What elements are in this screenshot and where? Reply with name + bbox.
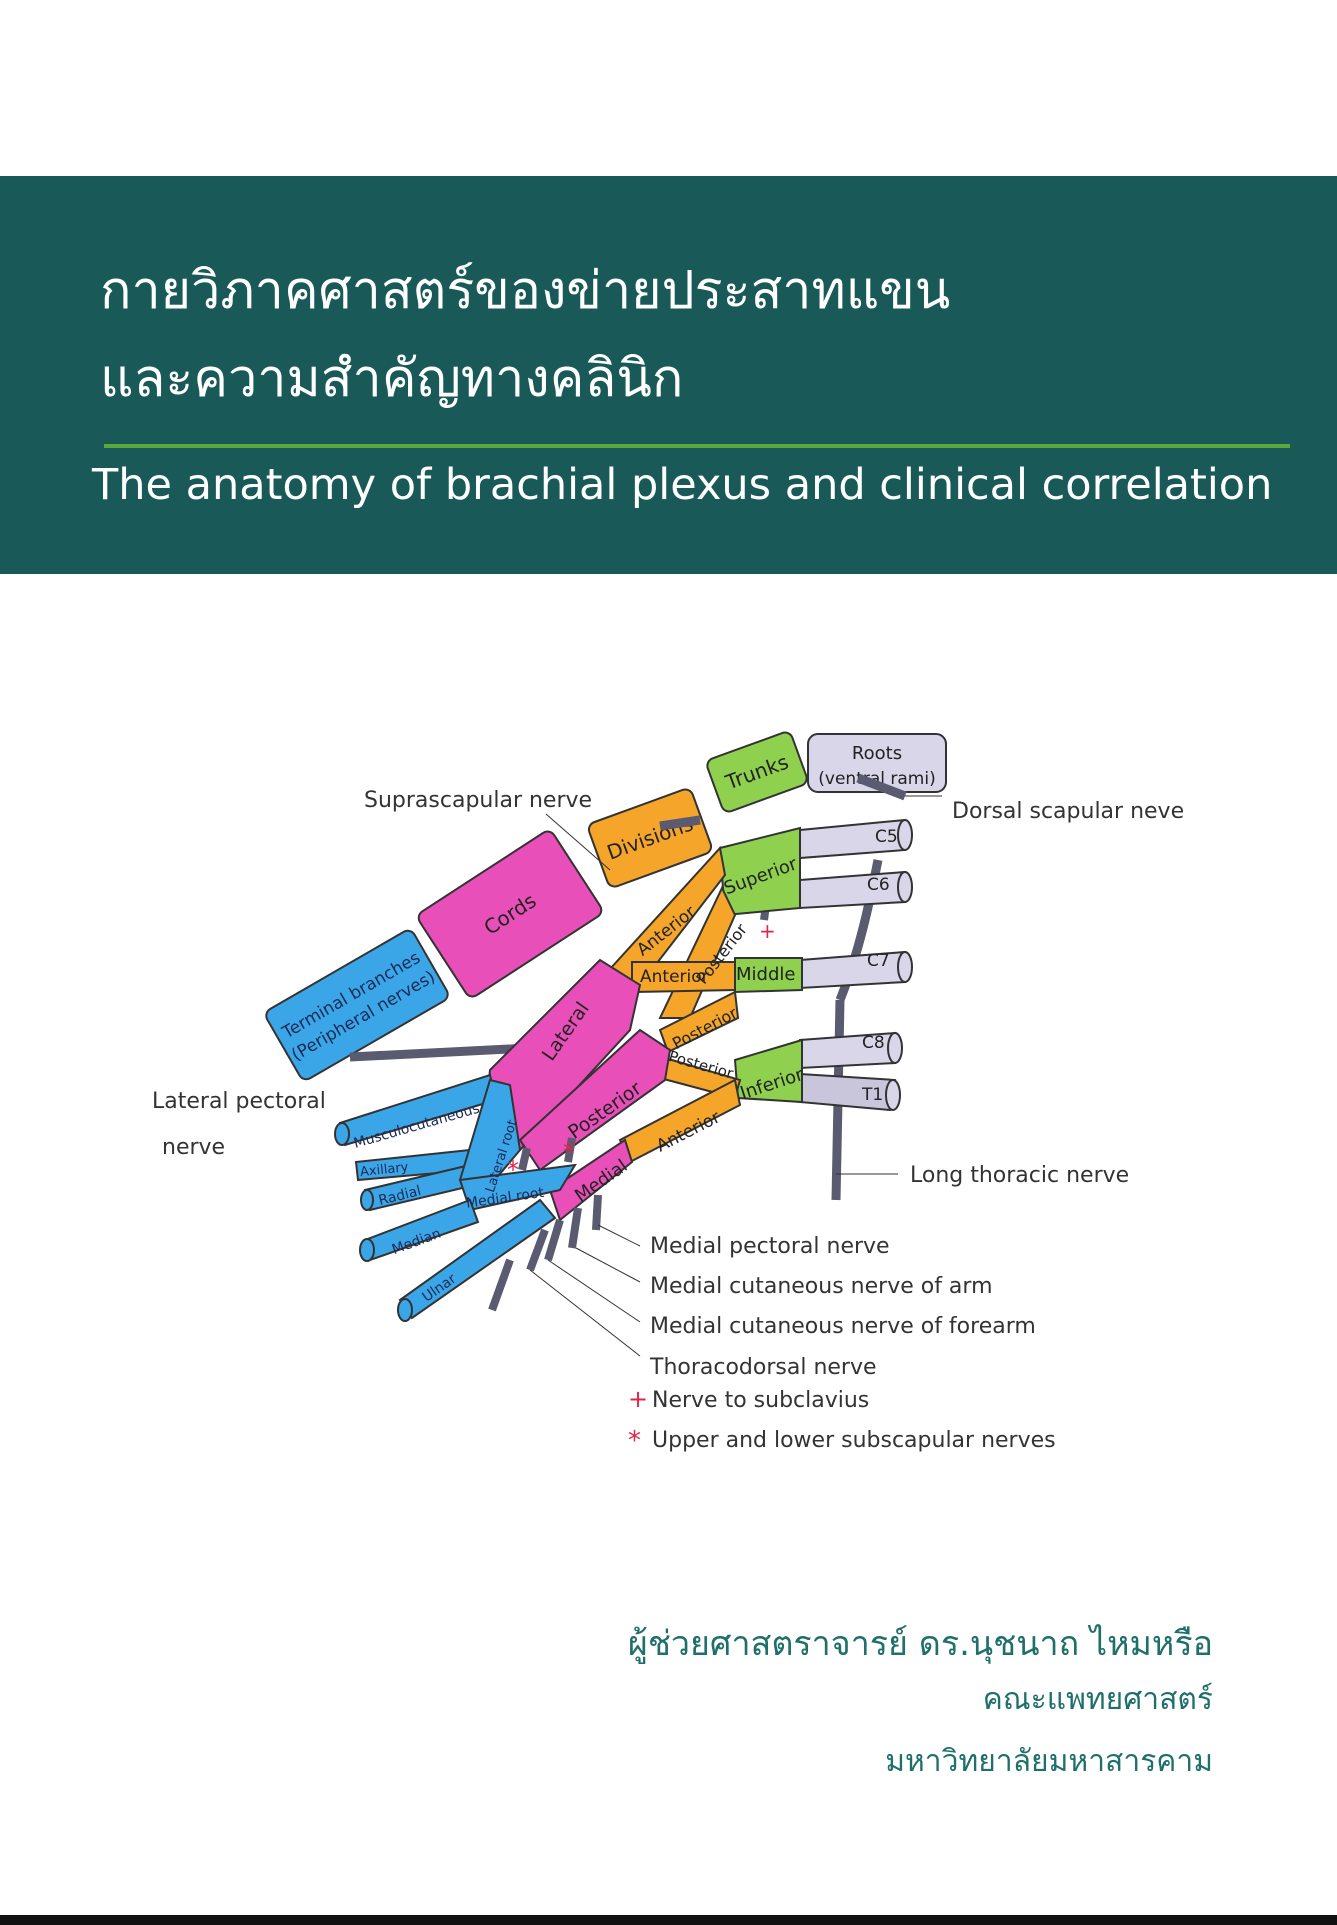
lateral-pectoral-nerve [349,1043,531,1062]
legend-plus-text: Nerve to subclavius [652,1388,869,1413]
trunks: Superior Middle Inferior [718,826,807,1104]
branch-axillary-label: Axillary [359,1160,409,1180]
root-c8-label: C8 [862,1033,885,1053]
trunk-middle-label: Middle [736,964,795,985]
label-long-thoracic: Long thoracic nerve [910,1163,1129,1188]
box-trunks: Trunks [706,731,808,813]
author-faculty: คณะแพทยศาสตร์ [982,1682,1213,1717]
roots: C5 C6 C7 C8 T1 [799,818,913,1112]
divisions: Anterior Posterior Anterior Posterior Po… [597,845,751,1164]
label-medial-pectoral: Medial pectoral nerve [650,1234,890,1259]
label-suprascapular: Suprascapular nerve [364,788,592,813]
legend: + Nerve to subclavius * Upper and lower … [628,1385,1056,1456]
bottom-edge [0,1915,1337,1925]
author-name: ผู้ช่วยศาสตราจารย์ ดร.นุชนาถ ไหมหรือ [627,1624,1213,1664]
box-roots-label-2: (ventral rami) [818,769,935,789]
suprascapular-nerve [659,815,701,831]
label-thoracodorsal: Thoracodorsal nerve [649,1355,877,1380]
subscapular-marker-1: * [507,1156,519,1184]
legend-star-text: Upper and lower subscapular nerves [652,1428,1056,1453]
box-roots: Roots (ventral rami) [807,733,947,793]
box-roots-label-1: Roots [852,743,902,764]
box-divisions: Divisions [587,788,713,888]
title-thai-line1: กายวิภาคศาสตร์ของข่ายประสาทแขน [100,261,951,321]
cords: Lateral Posterior Medial [478,958,672,1222]
author-university: มหาวิทยาลัยมหาสารคาม [885,1744,1213,1779]
label-lateral-pectoral-2: nerve [162,1135,225,1160]
div-anterior-middle-label: Anterior [640,967,709,987]
dorsal-scapular-nerve [856,773,907,801]
label-dorsal-scapular: Dorsal scapular neve [952,799,1184,824]
subscapular-marker-2: * [563,1138,575,1166]
label-med-cut-forearm: Medial cutaneous nerve of forearm [650,1314,1036,1339]
medial-branch-stumps [488,1137,602,1312]
title-divider [104,444,1290,448]
legend-plus-symbol: + [628,1385,648,1413]
title-banner [0,176,1337,574]
legend-star-symbol: * [628,1426,641,1456]
label-med-cut-arm: Medial cutaneous nerve of arm [650,1274,993,1299]
root-c5-label: C5 [875,827,898,847]
subclavius-marker: + [759,919,776,943]
title-english: The anatomy of brachial plexus and clini… [92,460,1273,510]
title-thai-line2: และความสำคัญทางคลินิก [100,349,684,409]
box-cords: Cords [417,830,603,998]
brachial-plexus-diagram: Roots (ventral rami) Trunks Divisions Co… [152,731,1184,1456]
root-c7-label: C7 [867,951,890,971]
root-c6-label: C6 [867,875,890,895]
root-t1-label: T1 [861,1085,883,1105]
box-terminal-branches: Terminal branches (Peripheral nerves) [265,929,449,1081]
label-lateral-pectoral-1: Lateral pectoral [152,1089,326,1114]
leader-lines [529,795,942,1357]
